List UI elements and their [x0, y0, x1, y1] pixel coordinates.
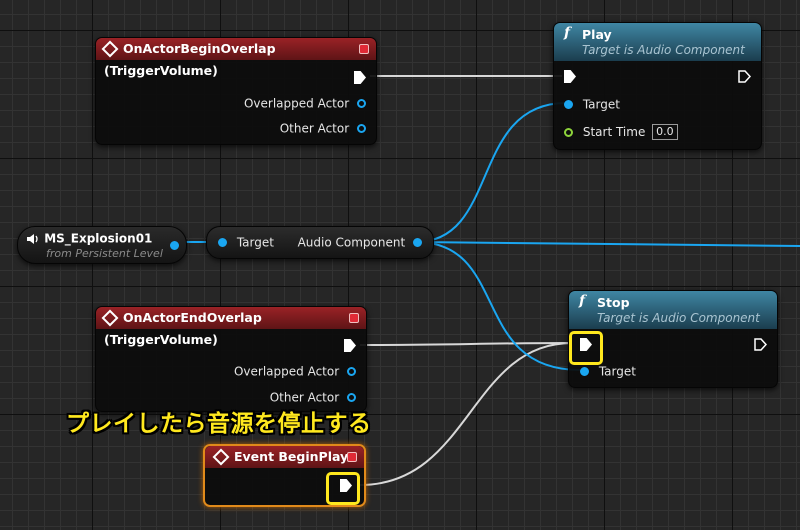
exec-out-hollow-icon	[738, 70, 751, 83]
object-pin-icon	[564, 100, 573, 109]
pin-label: Target	[582, 97, 620, 112]
object-wire-audio-offscreen	[415, 241, 800, 247]
object-pin-icon	[580, 367, 589, 376]
speaker-icon	[27, 233, 38, 244]
pin-label: Other Actor	[269, 390, 340, 405]
begin-overlap-header[interactable]: OnActorBeginOverlap (TriggerVolume)	[96, 38, 376, 78]
begin-overlap-title: OnActorBeginOverlap (TriggerVolume)	[104, 41, 276, 78]
pin-label: Audio Component	[297, 235, 406, 250]
begin-overlap-pin-overlapped-actor[interactable]: Overlapped Actor	[244, 96, 366, 111]
object-pin-icon	[218, 238, 227, 247]
get-audio-component-node[interactable]: Target Audio Component	[206, 226, 434, 259]
pin-label: Start Time	[582, 125, 646, 139]
delegate-icon	[359, 44, 369, 54]
begin-play-exec-out[interactable]	[340, 479, 352, 495]
end-overlap-exec-out[interactable]	[344, 339, 356, 355]
pin-label: Other Actor	[279, 121, 350, 136]
exec-in-icon	[580, 338, 592, 351]
pin-label: Target	[598, 364, 636, 379]
start-time-input[interactable]: 0.0	[652, 124, 678, 140]
play-header[interactable]: f Play Target is Audio Component	[554, 23, 761, 61]
event-diamond-icon	[101, 40, 119, 57]
stop-exec-in[interactable]	[580, 338, 592, 354]
exec-out-icon	[340, 479, 352, 492]
begin-play-exec-highlight	[326, 472, 360, 505]
pin-label: Target	[236, 235, 274, 250]
ms-explosion-node[interactable]: MS_Explosion01 from Persistent Level	[17, 226, 187, 264]
end-overlap-node[interactable]: OnActorEndOverlap (TriggerVolume) Overla…	[95, 306, 367, 412]
begin-overlap-node[interactable]: OnActorBeginOverlap (TriggerVolume) Over…	[95, 37, 377, 145]
exec-wire-end-overlap-stop	[359, 342, 573, 346]
begin-overlap-exec-out[interactable]	[354, 71, 366, 87]
play-title: Play	[582, 27, 612, 42]
play-exec-in[interactable]	[564, 70, 576, 86]
object-pin-icon	[347, 393, 356, 402]
end-overlap-pin-other-actor[interactable]: Other Actor	[270, 390, 356, 405]
play-subtitle: Target is Audio Component	[582, 43, 745, 57]
begin-play-header[interactable]: Event BeginPlay	[205, 446, 364, 468]
event-diamond-icon	[212, 448, 230, 465]
pin-label: Overlapped Actor	[233, 364, 340, 379]
function-icon: f	[579, 293, 586, 309]
stop-exec-out[interactable]	[754, 338, 767, 354]
exec-out-hollow-icon	[754, 338, 767, 351]
play-exec-out[interactable]	[738, 70, 751, 86]
stop-exec-highlight	[569, 331, 603, 365]
ms-explosion-subtitle: from Persistent Level	[46, 247, 163, 260]
begin-play-title: Event BeginPlay	[234, 449, 349, 464]
annotation-caption: プレイしたら音源を停止する	[66, 411, 372, 437]
function-icon: f	[564, 25, 571, 41]
exec-in-icon	[564, 70, 576, 83]
float-pin-icon	[564, 127, 573, 137]
delegate-icon	[349, 313, 359, 323]
ms-explosion-title: MS_Explosion01	[44, 231, 153, 246]
pin-label: Overlapped Actor	[243, 96, 350, 111]
object-wire-audio-stop	[415, 241, 581, 371]
object-pin-icon	[357, 124, 366, 133]
ms-explosion-out-pin[interactable]	[170, 238, 179, 252]
play-pin-target[interactable]: Target	[564, 97, 620, 112]
exec-wire-begin-play-stop	[359, 342, 573, 486]
object-wire-audio-play	[415, 102, 567, 243]
stop-node[interactable]: f Stop Target is Audio Component Target	[568, 290, 778, 388]
stop-title: Stop	[597, 295, 630, 310]
stop-pin-target[interactable]: Target	[580, 364, 636, 379]
begin-play-node[interactable]: Event BeginPlay	[203, 444, 366, 507]
delegate-icon	[347, 452, 357, 462]
exec-out-icon	[354, 71, 366, 84]
object-pin-icon	[357, 99, 366, 108]
end-overlap-title: OnActorEndOverlap (TriggerVolume)	[104, 310, 262, 347]
ms-explosion-title-row: MS_Explosion01	[26, 231, 152, 246]
event-diamond-icon	[101, 309, 119, 326]
exec-out-icon	[344, 339, 356, 352]
stop-header[interactable]: f Stop Target is Audio Component	[569, 291, 777, 329]
play-node[interactable]: f Play Target is Audio Component Target …	[553, 22, 762, 150]
begin-overlap-pin-other-actor[interactable]: Other Actor	[280, 121, 366, 136]
stop-subtitle: Target is Audio Component	[597, 311, 760, 325]
get-audio-pin-audio-component[interactable]: Audio Component	[298, 235, 422, 250]
end-overlap-pin-overlapped-actor[interactable]: Overlapped Actor	[234, 364, 356, 379]
object-pin-icon	[413, 238, 422, 247]
object-pin-icon	[170, 241, 179, 250]
object-pin-icon	[347, 367, 356, 376]
play-pin-start-time[interactable]: Start Time 0.0	[564, 124, 678, 140]
get-audio-pin-target[interactable]: Target	[218, 235, 274, 250]
end-overlap-header[interactable]: OnActorEndOverlap (TriggerVolume)	[96, 307, 366, 347]
